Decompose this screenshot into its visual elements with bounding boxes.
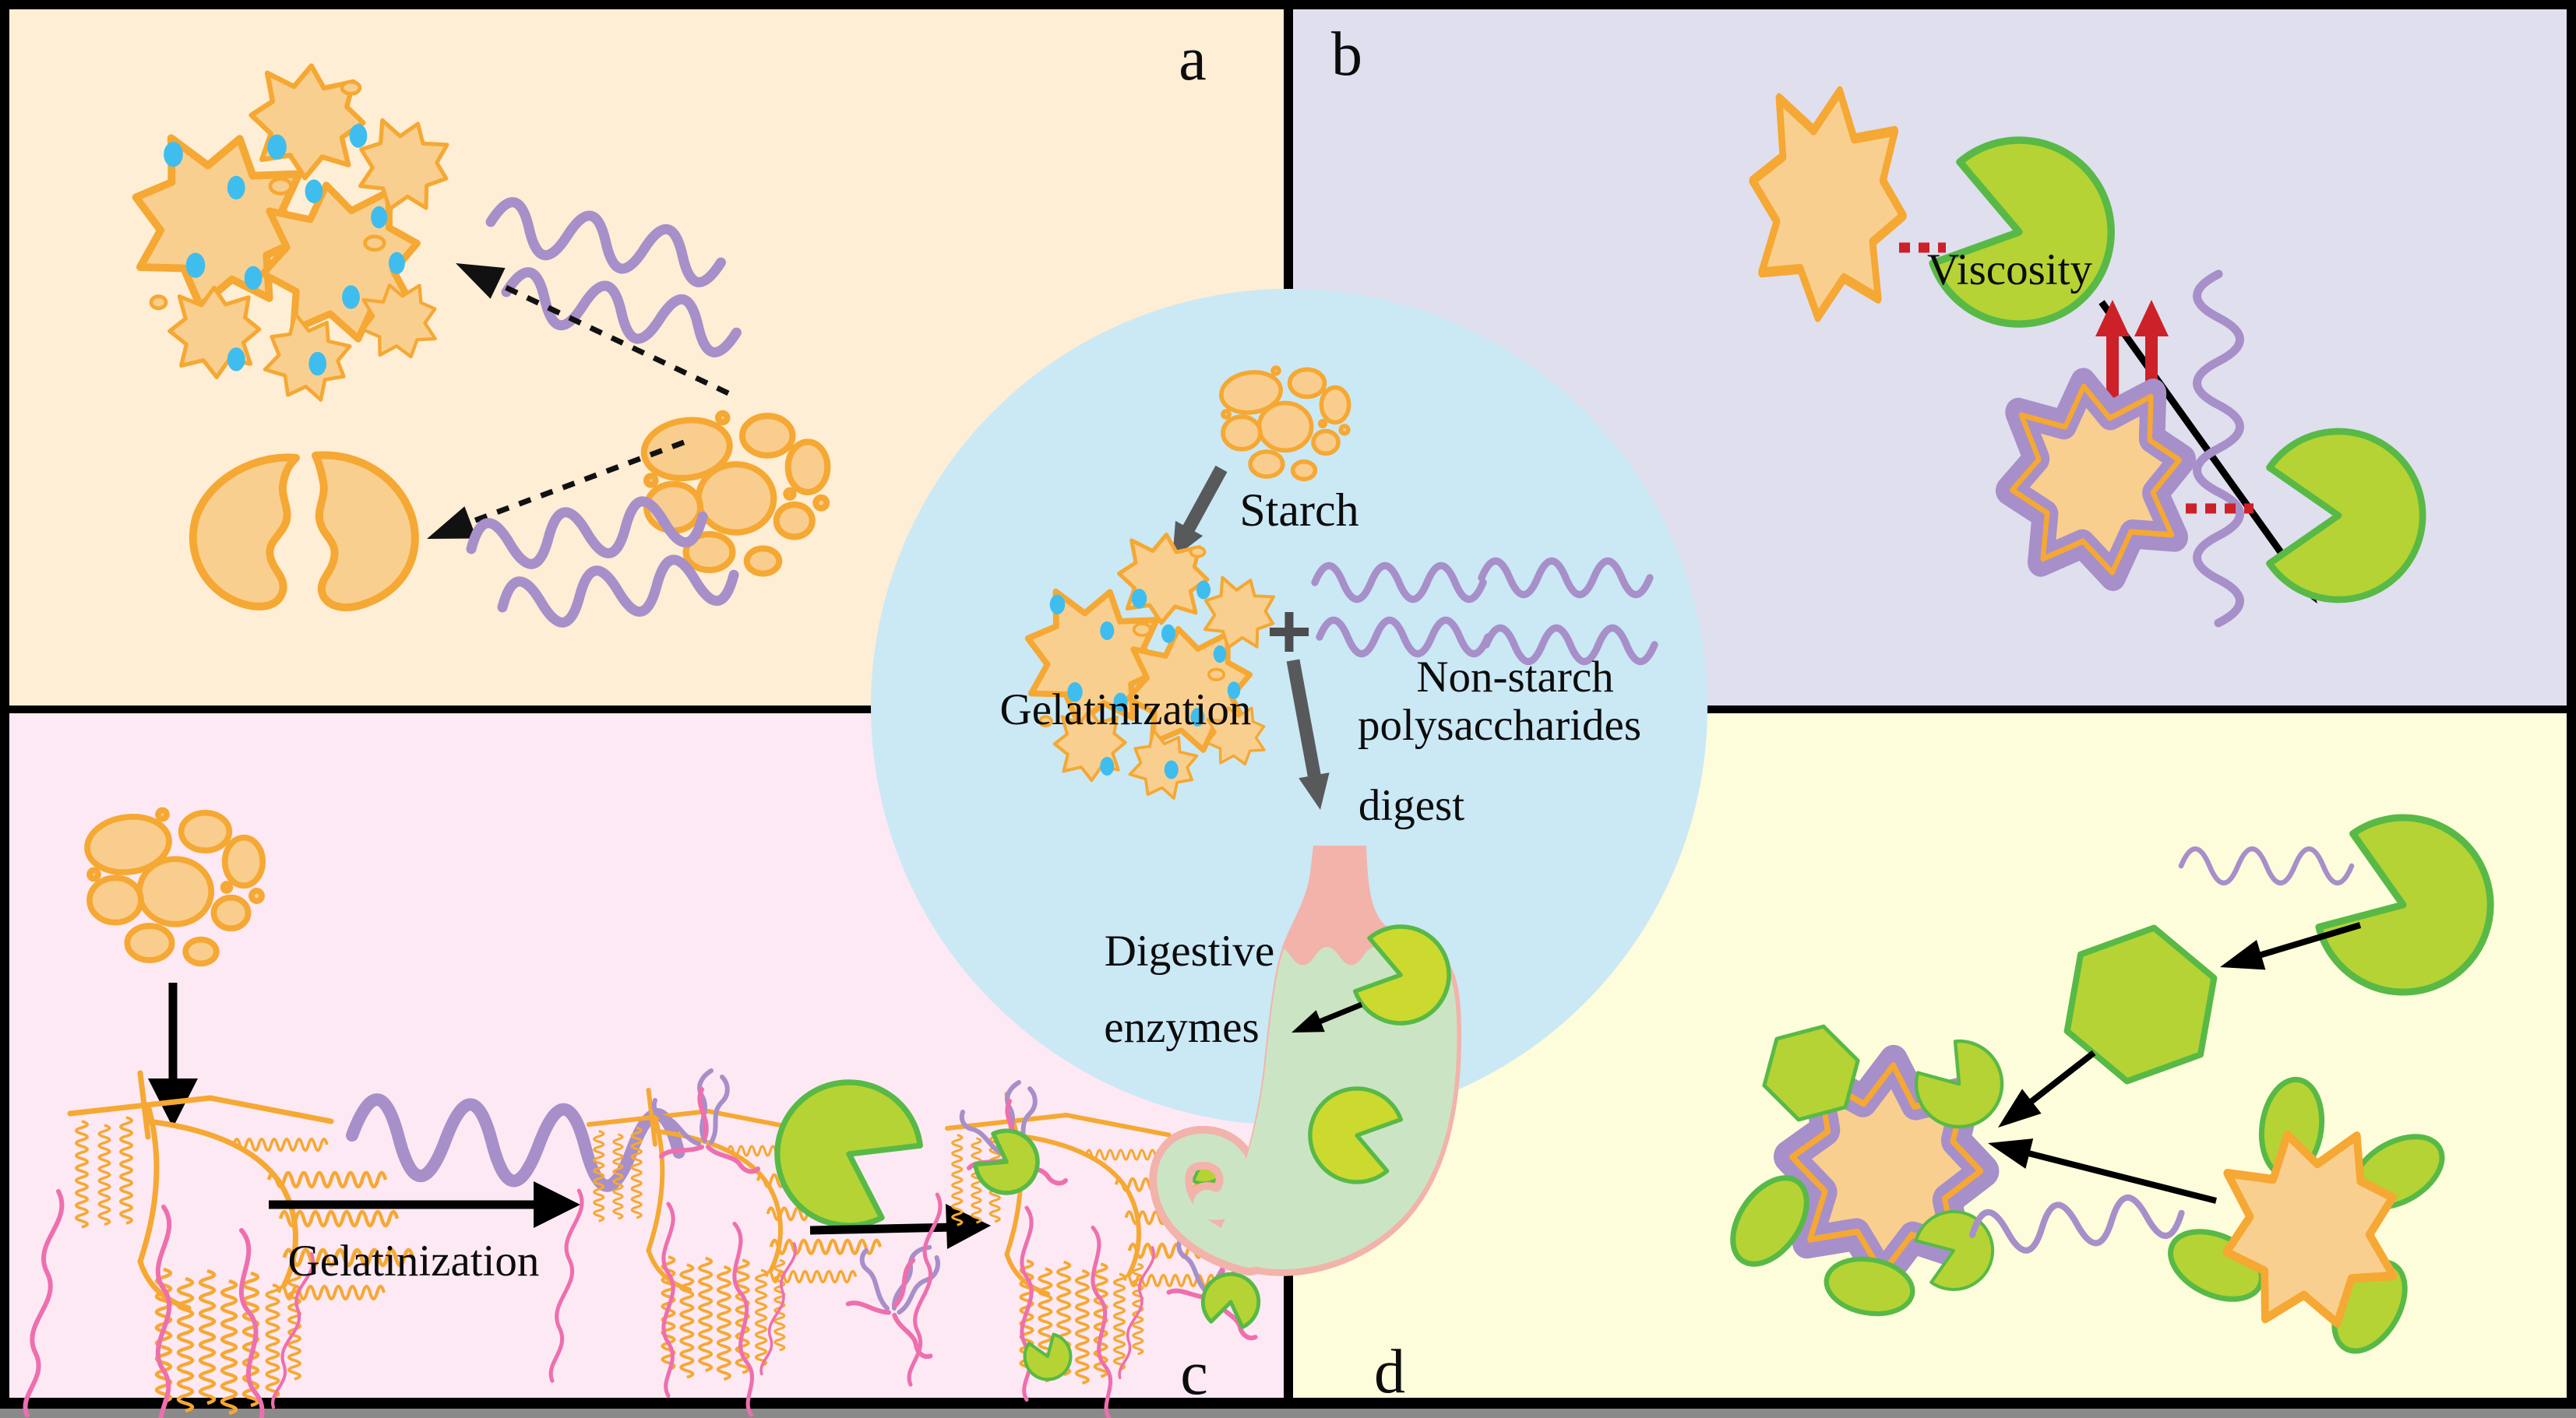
small-arrow-enzymes-icon [1292,1001,1363,1033]
center-art [1010,368,1654,1276]
arrow-enzyme-capture-icon [2220,922,2362,970]
viscosity-label: Viscosity [1927,245,2092,294]
dashed-arrow-to-gel-cluster-icon [456,263,730,396]
panel-b-art [1739,72,2423,623]
non-starch-label-line2: polysaccharides [1358,701,1641,750]
arrow-to-coated-granule-icon [1998,1050,2096,1128]
gelatinization-label-panel-c: Gelatinization [288,1237,540,1286]
non-starch-label-line3: digest [1358,781,1464,830]
plus-sign: + [1267,588,1312,675]
panel-c-art [21,811,1288,1418]
panel-a-letter: a [1179,25,1207,93]
dashed-arrow-to-split-granule-icon [427,439,685,539]
gray-arrow-to-stomach-icon [1286,659,1330,810]
center-circle [871,289,1707,1125]
digestive-enzymes-label-line2: enzymes [1104,1003,1259,1052]
digestive-enzymes-label-line1: Digestive [1105,927,1274,976]
starch-label: Starch [1239,484,1358,536]
gelatinization-arrow-icon [269,1181,580,1228]
non-starch-label-line1: Non-starch [1416,653,1613,702]
panel-c-letter: c [1180,1339,1208,1408]
panel-b-letter: b [1331,20,1362,89]
figure-bottom-edge [0,1409,2576,1418]
panel-a-art [113,61,827,630]
arrow-from-uncoated-granule-icon [1988,1138,2217,1204]
gelatinization-label-center: Gelatinization [1000,685,1252,734]
panel-d-art [1718,798,2514,1363]
panel-d-letter: d [1374,1338,1405,1406]
